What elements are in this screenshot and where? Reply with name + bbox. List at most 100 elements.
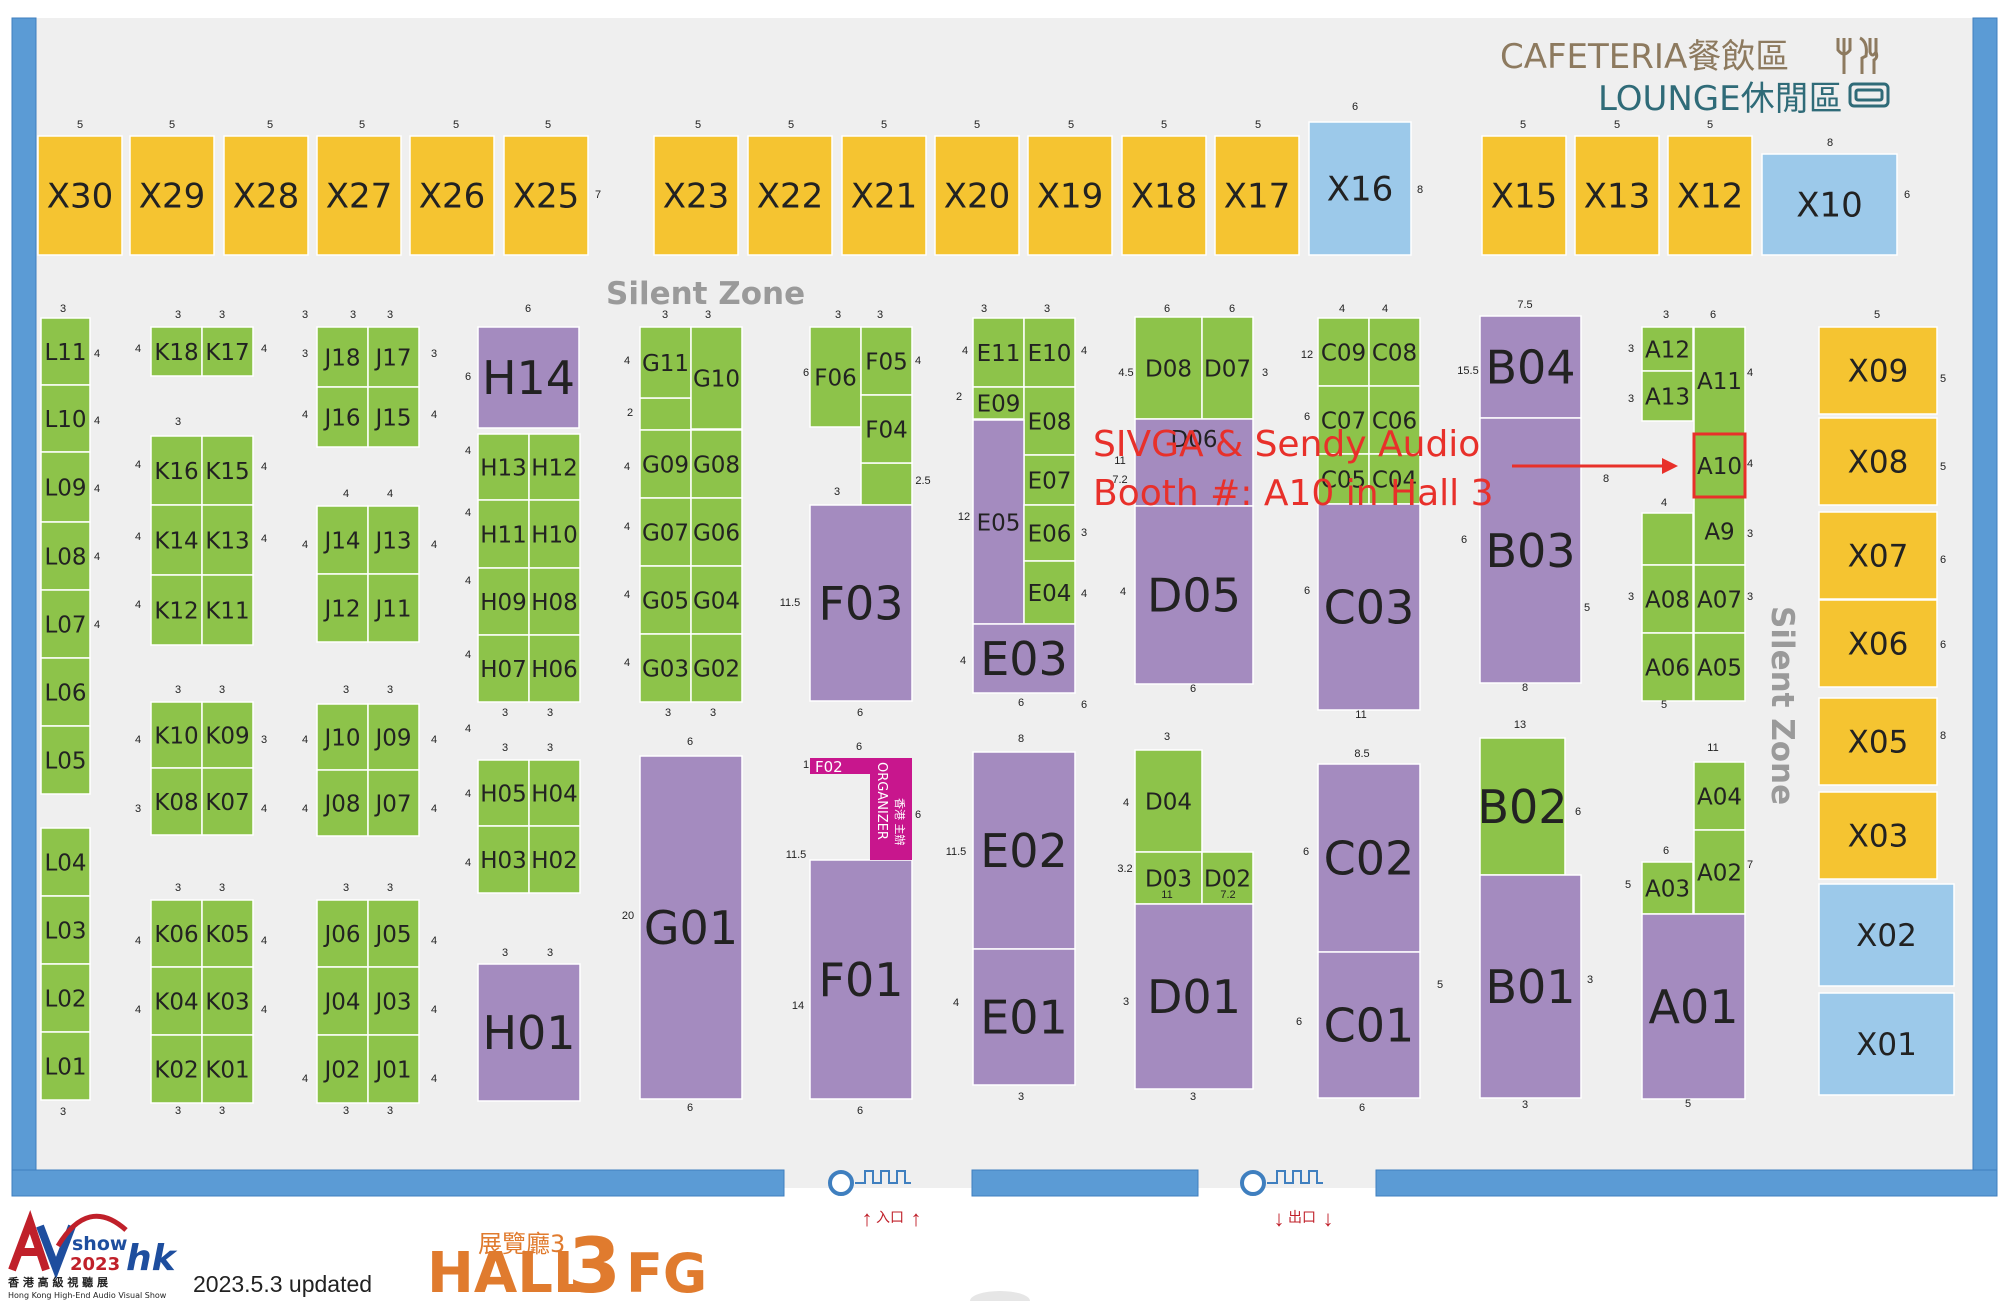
booth-X19[interactable]: X19 xyxy=(1027,135,1113,256)
booth-H11[interactable]: H11 xyxy=(477,499,530,569)
booth-K14[interactable]: K14 xyxy=(150,504,203,576)
organizer-booth[interactable]: F02 ORGANIZER 香港 主辦 xyxy=(810,758,912,860)
booth-J14[interactable]: J14 xyxy=(316,505,369,575)
booth-K02[interactable]: K02 xyxy=(150,1034,203,1104)
booth-K04[interactable]: K04 xyxy=(150,966,203,1036)
booth-J05[interactable]: J05 xyxy=(367,899,420,968)
booth-C01[interactable]: C01 xyxy=(1317,951,1421,1099)
booth-H07[interactable]: H07 xyxy=(477,634,530,703)
booth-K08[interactable]: K08 xyxy=(150,767,203,836)
booth-J09[interactable]: J09 xyxy=(367,703,420,771)
booth-A13[interactable]: A13 xyxy=(1641,370,1694,422)
booth-L11[interactable]: L11 xyxy=(40,317,91,386)
booth-G06[interactable]: G06 xyxy=(690,497,743,567)
booth-X16[interactable]: X16 xyxy=(1308,121,1412,256)
booth-D08[interactable]: D08 xyxy=(1134,316,1203,420)
booth-E02[interactable]: E02 xyxy=(972,751,1076,950)
booth-X21[interactable]: X21 xyxy=(841,135,927,256)
booth-A05[interactable]: A05 xyxy=(1693,632,1746,702)
booth-H02[interactable]: H02 xyxy=(528,825,581,894)
booth-K18[interactable]: K18 xyxy=(150,326,203,377)
booth-A08[interactable]: A08 xyxy=(1641,564,1694,634)
booth-G07[interactable]: G07 xyxy=(639,497,692,567)
booth-F03[interactable]: F03 xyxy=(809,504,913,702)
booth-E06[interactable]: E06 xyxy=(1023,504,1076,562)
entrance-marker[interactable]: 入口 ↑ ↑ xyxy=(828,1170,922,1231)
booth-K05[interactable]: K05 xyxy=(201,899,254,968)
booth-J16[interactable]: J16 xyxy=(316,386,369,448)
booth-B04[interactable]: B04 xyxy=(1479,315,1582,419)
booth-L05[interactable]: L05 xyxy=(40,725,91,795)
booth-J08[interactable]: J08 xyxy=(316,769,369,837)
booth-D02[interactable]: D02 xyxy=(1201,851,1254,905)
booth-X12[interactable]: X12 xyxy=(1667,135,1753,256)
booth-L01[interactable]: L01 xyxy=(40,1031,91,1101)
booth-H01[interactable]: H01 xyxy=(477,963,581,1102)
booth-E10[interactable]: E10 xyxy=(1023,317,1076,388)
booth-L03[interactable]: L03 xyxy=(40,895,91,965)
booth-D07[interactable]: D07 xyxy=(1201,316,1254,420)
booth-K11[interactable]: K11 xyxy=(201,574,254,646)
booth-H05[interactable]: H05 xyxy=(477,759,530,827)
booth-A12[interactable]: A12 xyxy=(1641,326,1694,372)
booth-F01[interactable]: F01 xyxy=(809,859,913,1100)
scroll-hint-icon[interactable] xyxy=(970,1291,1030,1301)
booth-X30[interactable]: X30 xyxy=(37,135,123,256)
booth-C08[interactable]: C08 xyxy=(1368,317,1421,387)
booth-K15[interactable]: K15 xyxy=(201,435,254,506)
booth-J15[interactable]: J15 xyxy=(367,386,420,448)
booth-X10[interactable]: X10 xyxy=(1761,153,1898,256)
booth-L09[interactable]: L09 xyxy=(40,451,91,523)
booth-E11[interactable]: E11 xyxy=(972,317,1025,388)
booth-X08[interactable]: X08 xyxy=(1818,417,1938,506)
booth-C04[interactable]: C04 xyxy=(1368,453,1421,505)
booth-L10[interactable]: L10 xyxy=(40,384,91,453)
booth-K06[interactable]: K06 xyxy=(150,899,203,968)
booth-X05[interactable]: X05 xyxy=(1818,697,1938,786)
booth-C03[interactable]: C03 xyxy=(1317,503,1421,711)
booth-X01[interactable]: X01 xyxy=(1818,992,1955,1096)
booth-J06[interactable]: J06 xyxy=(316,899,369,968)
booth-D03[interactable]: D03 xyxy=(1134,851,1203,905)
booth-J02[interactable]: J02 xyxy=(316,1034,369,1104)
booth-J07[interactable]: J07 xyxy=(367,769,420,837)
booth-X07[interactable]: X07 xyxy=(1818,511,1938,600)
exit-marker[interactable]: 出口 ↓ ↓ xyxy=(1240,1170,1334,1231)
booth-G10[interactable]: G10 xyxy=(690,326,743,430)
booth-L08[interactable]: L08 xyxy=(40,521,91,591)
booth-A01[interactable]: A01 xyxy=(1641,913,1746,1100)
booth-C07[interactable]: C07 xyxy=(1317,385,1370,455)
booth-A06[interactable]: A06 xyxy=(1641,632,1694,702)
booth-K07[interactable]: K07 xyxy=(201,767,254,836)
booth-J01[interactable]: J01 xyxy=(367,1034,420,1104)
booth-G04[interactable]: G04 xyxy=(690,565,743,635)
booth-J11[interactable]: J11 xyxy=(367,573,420,643)
booth-X29[interactable]: X29 xyxy=(129,135,215,256)
booth-X22[interactable]: X22 xyxy=(747,135,833,256)
booth-K09[interactable]: K09 xyxy=(201,701,254,769)
booth-A02[interactable]: A02 xyxy=(1693,829,1746,915)
booth-E08[interactable]: E08 xyxy=(1023,386,1076,456)
booth-L07[interactable]: L07 xyxy=(40,589,91,659)
booth-G11[interactable]: G11 xyxy=(639,326,692,399)
booth-J17[interactable]: J17 xyxy=(367,326,420,388)
booth-E07[interactable]: E07 xyxy=(1023,454,1076,506)
booth-J10[interactable]: J10 xyxy=(316,703,369,771)
booth-B03[interactable]: B03 xyxy=(1479,417,1582,684)
booth-X25[interactable]: X25 xyxy=(503,135,589,256)
booth-D05[interactable]: D05 xyxy=(1134,505,1254,685)
booth-H10[interactable]: H10 xyxy=(528,499,581,569)
booth-H08[interactable]: H08 xyxy=(528,567,581,636)
booth-L06[interactable]: L06 xyxy=(40,657,91,727)
booth-H03[interactable]: H03 xyxy=(477,825,530,894)
booth-X17[interactable]: X17 xyxy=(1214,135,1300,256)
booth-X23[interactable]: X23 xyxy=(653,135,739,256)
booth-E01[interactable]: E01 xyxy=(972,948,1076,1086)
booth-H13[interactable]: H13 xyxy=(477,433,530,501)
booth-A11[interactable]: A11 xyxy=(1693,326,1746,435)
booth-H09[interactable]: H09 xyxy=(477,567,530,636)
booth-E05[interactable]: E05 xyxy=(972,419,1025,625)
booth-B01[interactable]: B01 xyxy=(1479,874,1582,1099)
booth-A07[interactable]: A07 xyxy=(1693,564,1746,634)
booth-E04[interactable]: E04 xyxy=(1023,560,1076,625)
